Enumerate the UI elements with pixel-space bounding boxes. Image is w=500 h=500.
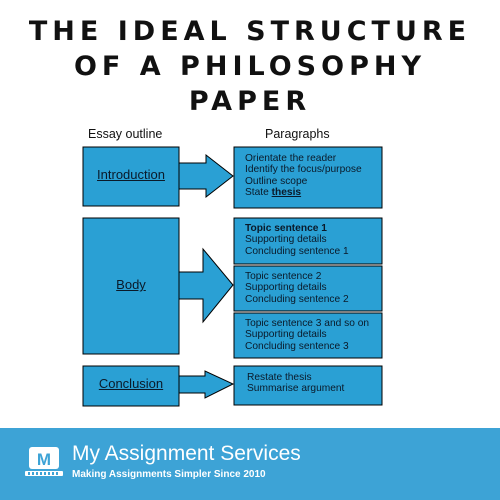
body-paragraph-3-box bbox=[233, 312, 383, 359]
conclusion-box bbox=[82, 365, 180, 407]
body-2-line-2: Supporting details bbox=[245, 282, 327, 294]
body-3-line-2: Supporting details bbox=[245, 329, 327, 341]
intro-line-4-prefix: State bbox=[245, 187, 272, 199]
m-logo-icon: M bbox=[24, 445, 64, 479]
intro-line-1: Orientate the reader bbox=[245, 153, 337, 164]
body-paragraph-1-text: Topic sentence 1 Supporting details Conc… bbox=[245, 223, 349, 257]
body-2-line-1: Topic sentence 2 bbox=[245, 271, 322, 282]
body-1-line-2: Supporting details bbox=[245, 234, 327, 246]
intro-line-4: State thesis bbox=[245, 187, 362, 198]
conclusion-label: Conclusion bbox=[98, 376, 164, 391]
paragraphs-header: Paragraphs bbox=[265, 127, 330, 141]
body-paragraph-2-box bbox=[233, 265, 383, 312]
introduction-paragraph-text: Orientate the reader Identify the focus/… bbox=[245, 153, 362, 199]
body-arrow bbox=[178, 247, 234, 324]
conclusion-paragraph-text: Restate thesis Summarise argument bbox=[247, 372, 344, 395]
title-line-2: OF A PHILOSOPHY bbox=[73, 51, 427, 82]
body-paragraph-1-box bbox=[233, 217, 383, 265]
essay-outline-header: Essay outline bbox=[88, 127, 163, 141]
body-1-line-3: Concluding sentence 1 bbox=[245, 245, 349, 257]
conclusion-line-1: Restate thesis bbox=[247, 372, 312, 383]
body-label: Body bbox=[116, 277, 146, 292]
conclusion-line-2: Summarise argument bbox=[247, 383, 345, 395]
title-line-1: THE IDEAL STRUCTURE bbox=[28, 16, 472, 47]
title-line-3: PAPER bbox=[188, 86, 312, 117]
body-2-line-3: Concluding sentence 2 bbox=[245, 293, 349, 305]
body-paragraph-3-text: Topic sentence 3 and so on Supporting de… bbox=[245, 318, 369, 352]
brand-footer: M My Assignment Services Making Assignme… bbox=[0, 428, 500, 500]
brand-tagline: Making Assignments Simpler Since 2010 bbox=[72, 469, 266, 480]
introduction-box bbox=[82, 146, 180, 207]
introduction-arrow bbox=[178, 153, 234, 199]
body-paragraph-2-text: Topic sentence 2 Supporting details Conc… bbox=[245, 271, 349, 305]
structure-diagram bbox=[82, 146, 383, 407]
conclusion-paragraph-box bbox=[233, 365, 383, 406]
body-1-line-1: Topic sentence 1 bbox=[245, 223, 327, 234]
introduction-label: Introduction bbox=[97, 167, 165, 182]
intro-line-2: Identify the focus/purpose bbox=[245, 164, 362, 176]
intro-line-3: Outline scope bbox=[245, 175, 308, 187]
introduction-paragraph-box bbox=[233, 146, 383, 209]
body-3-line-1: Topic sentence 3 and so on bbox=[245, 318, 370, 329]
conclusion-arrow bbox=[178, 370, 235, 399]
thesis-emphasis: thesis bbox=[271, 187, 302, 199]
body-3-line-3: Concluding sentence 3 bbox=[245, 340, 349, 352]
logo-letter: M bbox=[37, 450, 51, 469]
page-title: THE IDEAL STRUCTURE OF A PHILOSOPHY PAPE… bbox=[0, 14, 500, 119]
brand-name: My Assignment Services bbox=[72, 442, 301, 465]
